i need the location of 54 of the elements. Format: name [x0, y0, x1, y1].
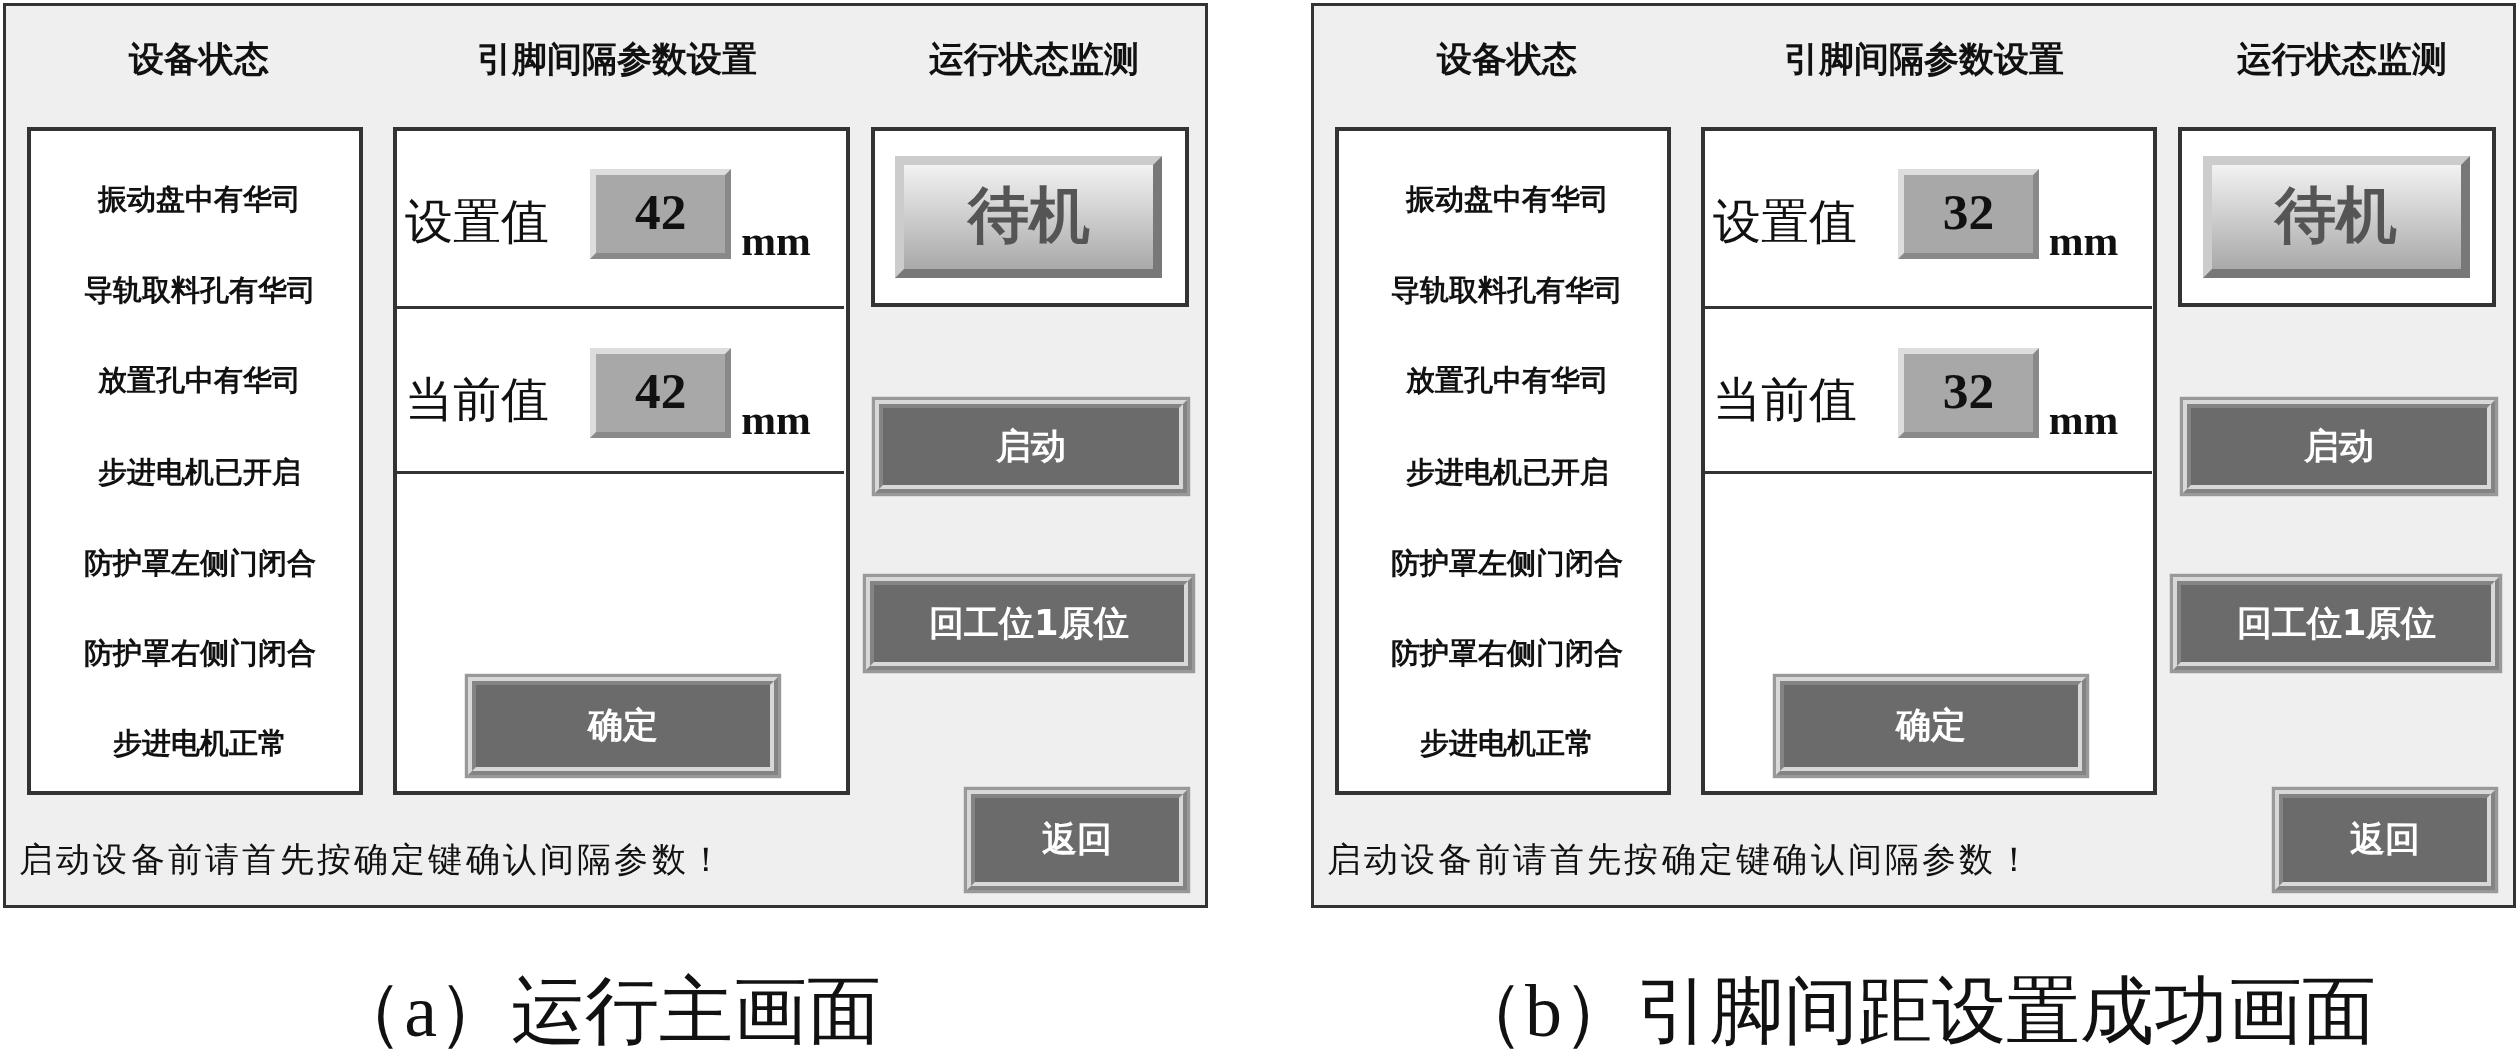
value-field: 32: [1897, 347, 2040, 438]
confirm-button: 确定: [1775, 676, 2086, 775]
status-label: 步进电机正常: [1420, 725, 1595, 763]
standby-display: 待机: [2203, 156, 2470, 279]
section-heading: 运行状态监测: [2237, 36, 2448, 81]
status-list-box: [1334, 126, 1671, 795]
standby-display: 待机: [895, 156, 1163, 279]
back-button: 返回: [2274, 790, 2495, 890]
unit-label: mm: [2048, 217, 2119, 266]
value-field: 42: [590, 347, 732, 438]
unit-label: mm: [741, 217, 811, 266]
start-button: 启动: [2183, 399, 2495, 493]
status-label: 振动盘中有华司: [98, 180, 302, 218]
status-label: 导轨取料孔有华司: [1391, 272, 1624, 310]
section-heading: 引脚间隔参数设置: [476, 36, 757, 81]
status-indicator-frame: [2178, 126, 2497, 307]
unit-label: mm: [2048, 395, 2119, 444]
status-label: 放置孔中有华司: [98, 362, 302, 400]
unit-label: mm: [741, 395, 811, 444]
status-label: 振动盘中有华司: [1405, 180, 1609, 218]
status-label: 防护罩左侧门闭合: [1391, 545, 1624, 583]
status-label: 导轨取料孔有华司: [83, 272, 316, 310]
value-field: 32: [1897, 169, 2040, 260]
instruction-note: 启动设备前请首先按确定键确认间隔参数！: [1326, 839, 2034, 882]
status-label: 防护罩右侧门闭合: [83, 635, 316, 673]
figure-caption: （b）引脚间距设置成功画面: [1450, 969, 2376, 1055]
status-label: 步进电机正常: [112, 725, 287, 763]
parameter-panel: [1701, 126, 2158, 795]
section-heading: 运行状态监测: [929, 36, 1140, 81]
parameter-panel: [393, 126, 850, 795]
value-label: 当前值: [405, 370, 550, 430]
instruction-note: 启动设备前请首先按确定键确认间隔参数！: [19, 839, 727, 882]
value-label: 当前值: [1713, 370, 1858, 430]
screen-panel: [1310, 3, 2516, 908]
value-label: 设置值: [1713, 192, 1858, 252]
status-label: 防护罩左侧门闭合: [83, 545, 316, 583]
home-button: 回工位1原位: [865, 576, 1192, 670]
status-label: 步进电机已开启: [1405, 453, 1609, 491]
figure-caption: （a）运行主画面: [330, 969, 882, 1055]
status-list-box: [27, 126, 363, 795]
section-heading: 设备状态: [128, 36, 269, 81]
home-button: 回工位1原位: [2173, 576, 2500, 670]
status-label: 防护罩右侧门闭合: [1391, 635, 1624, 673]
status-label: 放置孔中有华司: [1405, 362, 1609, 400]
status-label: 步进电机已开启: [98, 453, 302, 491]
value-label: 设置值: [405, 192, 550, 252]
confirm-button: 确定: [468, 676, 779, 775]
back-button: 返回: [966, 790, 1187, 890]
start-button: 启动: [875, 399, 1187, 493]
screen-panel: [3, 3, 1209, 908]
section-heading: 设备状态: [1436, 36, 1577, 81]
status-indicator-frame: [870, 126, 1189, 307]
value-field: 42: [590, 169, 732, 260]
section-heading: 引脚间隔参数设置: [1784, 36, 2065, 81]
